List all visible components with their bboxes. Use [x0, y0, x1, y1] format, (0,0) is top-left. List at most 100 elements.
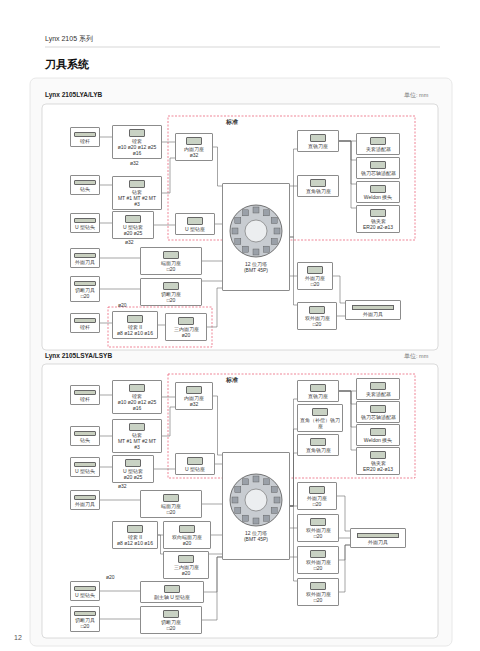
node-label: 直角铣刀座 — [300, 188, 336, 194]
node-label: 12 位刀塔 — [225, 261, 287, 267]
spec-text: □20 — [143, 266, 199, 272]
node-label: 端面刀座 — [143, 503, 199, 509]
node-label: U 型钻头 — [73, 592, 97, 598]
connector-line — [337, 316, 345, 317]
part-icon — [179, 525, 195, 533]
spec-text: □20 — [300, 321, 334, 327]
spec-text: ø20 ø25 — [115, 474, 151, 480]
spec-text: ø32 — [178, 152, 210, 158]
part-icon — [370, 209, 386, 217]
node-label: 镗杆 — [73, 138, 97, 144]
holder-box: 双外圆刀座□20 — [297, 302, 337, 330]
connector-line — [333, 276, 345, 303]
connector-line — [202, 281, 222, 282]
part-icon — [370, 428, 386, 436]
part-icon — [310, 518, 326, 526]
connector-line — [100, 223, 112, 224]
part-icon — [74, 132, 96, 137]
node-label: 内圆刀座 — [178, 395, 210, 401]
turret-box: 12 位刀塔(BMT 45P) — [222, 452, 290, 560]
holder-box: U 型钻套ø20 ø25 — [112, 211, 154, 239]
part-icon — [309, 486, 325, 494]
part-icon — [74, 180, 96, 185]
node-label: 双外圆刀座 — [300, 315, 334, 321]
unit-note: 单位: mm — [404, 92, 428, 99]
node-label: 直角铣刀座 — [300, 447, 336, 453]
part-icon — [74, 390, 96, 395]
node-label: 外圆刀具 — [353, 539, 403, 545]
node-label: 双外圆刀座 — [300, 527, 336, 533]
holder-box: Weldon 接头 — [356, 181, 400, 203]
option-region — [108, 307, 212, 347]
holder-box: 双外圆刀座□20 — [297, 578, 339, 606]
holder-box: 端面刀座□20 — [140, 247, 202, 275]
part-icon — [370, 161, 386, 169]
connector-line — [100, 323, 112, 324]
node-label: 双外圆刀座 — [300, 559, 336, 565]
part-icon — [310, 134, 326, 142]
part-icon — [370, 382, 386, 390]
standard-region — [168, 116, 415, 240]
connector-line — [290, 429, 297, 506]
part-icon — [370, 185, 386, 193]
spec-text: ø10 ø20 ø12 ø25 ø16 — [115, 399, 159, 411]
page-number: 12 — [14, 634, 22, 642]
node-label: 三内圆刀座 — [166, 564, 206, 570]
tool-box: 切断刀具□20 — [70, 606, 100, 632]
page-title: 刀具系统 — [45, 58, 89, 71]
part-icon — [74, 611, 96, 616]
dimension: ø32 — [130, 160, 139, 166]
tool-box: 钻头 — [70, 175, 100, 195]
node-label: U 型钻座 — [178, 226, 212, 232]
node-label: 内圆刀座 — [178, 146, 210, 152]
connector-line — [290, 149, 297, 237]
part-icon — [370, 405, 386, 413]
part-icon — [125, 215, 141, 223]
holder-box: 直铣刀座 — [297, 380, 339, 402]
part-icon — [74, 462, 96, 467]
part-icon — [312, 408, 328, 416]
tool-box: U 型钻头 — [70, 457, 100, 477]
holder-box: 镗套 IIø8 ø12 ø10 ø16 — [112, 311, 158, 339]
node-label: 镗套 — [115, 138, 159, 144]
section-title: Lynx 2105LSYA/LSYB — [45, 352, 112, 360]
node-label: 钻头 — [73, 186, 97, 192]
part-icon — [163, 282, 179, 290]
node-label: 镗杆 — [73, 324, 97, 330]
part-icon — [357, 533, 399, 538]
holder-box: 镗套ø10 ø20 ø12 ø25 ø16 — [112, 380, 162, 414]
part-icon — [178, 555, 194, 563]
spec-text: ER20 ø2-ø13 — [359, 224, 397, 230]
part-icon — [74, 218, 96, 223]
part-icon — [163, 610, 179, 618]
part-icon — [74, 495, 96, 500]
part-icon — [178, 317, 194, 325]
connector-line — [162, 142, 175, 143]
holder-box: 切断刀座□20 — [140, 278, 202, 306]
spec-text: ø10 ø20 ø12 ø25 ø16 — [115, 144, 159, 156]
node-label: 钻套 — [115, 432, 159, 438]
part-icon — [370, 137, 386, 145]
part-icon — [164, 585, 180, 593]
tool-box: 切断刀具□20 — [70, 276, 100, 302]
dimension: ø32 — [118, 483, 127, 489]
part-icon — [187, 217, 203, 225]
node-label: U 型钻套 — [115, 224, 151, 230]
node-label: 夹套适配器 — [359, 391, 397, 397]
holder-box: U 型钻座 — [175, 453, 215, 475]
spec-text: □20 — [143, 625, 199, 631]
connector-line — [100, 591, 140, 592]
part-icon — [163, 494, 179, 502]
node-label: 切断刀座 — [143, 291, 199, 297]
part-icon — [74, 318, 96, 323]
connector-line — [202, 261, 222, 262]
tool-box: U 型钻头 — [70, 213, 100, 233]
part-icon — [129, 180, 145, 188]
part-icon — [310, 438, 326, 446]
standard-region — [168, 374, 415, 478]
connector-line — [339, 141, 356, 208]
node-label: U 型钻头 — [73, 224, 97, 230]
node-label: Weldon 接头 — [359, 194, 397, 200]
holder-box: Weldon 接头 — [356, 424, 400, 446]
tool-box: 钻头 — [70, 426, 100, 446]
